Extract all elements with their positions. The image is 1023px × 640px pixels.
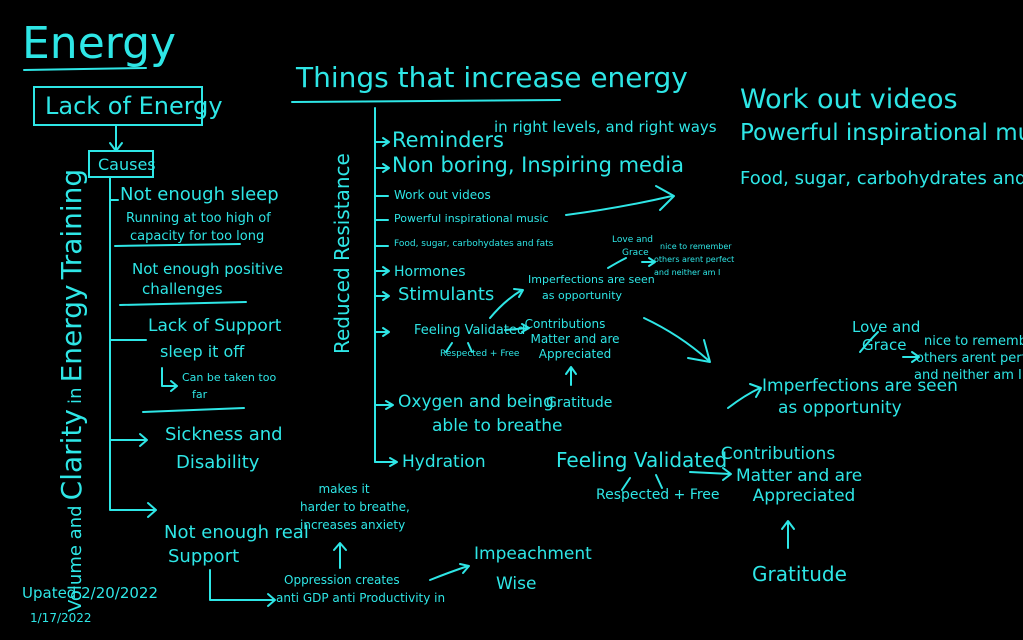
vertical-part-in: in	[65, 387, 86, 404]
contributions-small-line3: Appreciated	[538, 347, 612, 361]
nice-remember-large-line1: nice to remember	[924, 334, 1023, 349]
feeling-validated-small: Feeling Validated	[414, 323, 526, 338]
reminders: Reminders	[392, 128, 504, 152]
music-small: Powerful inspirational music	[394, 212, 549, 225]
causes-box: Causes	[88, 150, 156, 178]
work-out-videos-large: Work out videos	[740, 84, 958, 115]
imperfections-large-line2: as opportunity	[778, 398, 902, 418]
love-grace-large-line2: Grace	[862, 336, 907, 354]
lack-of-energy-box: Lack of Energy	[33, 86, 223, 126]
nice-remember-large-line2: others arent perfect	[916, 351, 1023, 366]
support: Support	[168, 546, 240, 567]
not-enough-sleep: Not enough sleep	[120, 184, 279, 205]
not-enough-positive-line1: Not enough positive	[132, 260, 284, 278]
gratitude-large: Gratitude	[752, 562, 847, 586]
lack-of-support: Lack of Support	[148, 316, 282, 336]
oxygen-line2: able to breathe	[432, 416, 563, 436]
contributions-large-line1: Contributions	[720, 444, 836, 464]
imperfections-small-line1: Imperfections are seen	[528, 273, 655, 286]
lack-of-energy-label: Lack of Energy	[45, 92, 223, 120]
vertical-part-training: Training	[55, 168, 88, 280]
food-small: Food, sugar, carbohydates and fats	[394, 239, 554, 249]
original-date: 1/17/2022	[30, 611, 92, 625]
reduced-resistance-vertical-label: Reduced Resistance	[330, 153, 354, 354]
impeachment-wise: Wise	[496, 574, 537, 594]
love-grace-small-line1: Love and	[612, 235, 654, 245]
contributions-large-line3: Appreciated	[752, 486, 856, 506]
updated-date: Upated 2/20/2022	[22, 584, 159, 602]
sleep-it-off: sleep it off	[160, 342, 245, 361]
oppression-line2: anti GDP anti Productivity in	[276, 591, 446, 605]
nice-remember-small-line3: and neither am I	[654, 268, 721, 277]
impeachment: Impeachment	[474, 544, 592, 564]
page-title: Energy	[22, 18, 177, 69]
imperfections-small-line2: as opportunity	[542, 289, 623, 302]
nice-remember-large-line3: and neither am I	[914, 368, 1022, 383]
makes-it-line3: increases anxiety	[300, 518, 406, 532]
sickness-line1: Sickness and	[165, 424, 283, 445]
running-high-line2: capacity for too long	[130, 229, 265, 244]
hormones: Hormones	[394, 264, 466, 280]
things-heading: Things that increase energy	[296, 61, 688, 94]
love-grace-small-line2: Grace	[622, 248, 649, 258]
respected-free-large: Respected + Free	[596, 487, 720, 503]
can-be-taken-line1: Can be taken too	[182, 371, 277, 384]
contributions-small-line1: Contributions	[524, 317, 606, 331]
love-grace-large-line1: Love and	[852, 318, 921, 336]
contributions-large-line2: Matter and are	[736, 466, 863, 486]
running-high-line1: Running at too high of	[126, 211, 271, 226]
imperfections-large-line1: Imperfections are seen	[762, 376, 958, 396]
stimulants: Stimulants	[398, 284, 495, 305]
vertical-part-energy: Energy	[55, 284, 88, 383]
oxygen-line1: Oxygen and being	[398, 392, 554, 412]
makes-it-line2: harder to breathe,	[300, 500, 410, 514]
energy-training-vertical-label: Volume and Clarity in Energy Training	[55, 162, 95, 612]
nice-remember-small-line2: others arent perfect	[654, 255, 735, 264]
work-out-videos-small: Work out videos	[394, 188, 491, 202]
vertical-part-clarity: Clarity	[55, 409, 88, 501]
makes-it-line1: makes it	[318, 482, 370, 496]
causes-label: Causes	[98, 155, 156, 174]
respected-free-small: Respected + Free	[440, 349, 520, 359]
non-boring-media: Non boring, Inspiring media	[392, 153, 684, 177]
not-enough-real: Not enough real	[164, 522, 309, 543]
hydration: Hydration	[402, 452, 486, 472]
contributions-small-line2: Matter and are	[530, 332, 620, 346]
food-large: Food, sugar, carbohydrates and fats	[740, 168, 1023, 189]
oppression-line1: Oppression creates	[284, 573, 400, 587]
sickness-line2: Disability	[176, 452, 260, 473]
can-be-taken-line2: far	[192, 388, 208, 401]
nice-remember-small-line1: nice to remember	[660, 242, 732, 251]
gratitude-small: Gratitude	[546, 395, 613, 411]
feeling-validated-large: Feeling Validated	[556, 448, 728, 472]
reminders-note: in right levels, and right ways	[494, 118, 717, 136]
music-large: Powerful inspirational music	[740, 120, 1023, 146]
not-enough-positive-line2: challenges	[142, 280, 223, 298]
title-underline	[23, 67, 147, 71]
